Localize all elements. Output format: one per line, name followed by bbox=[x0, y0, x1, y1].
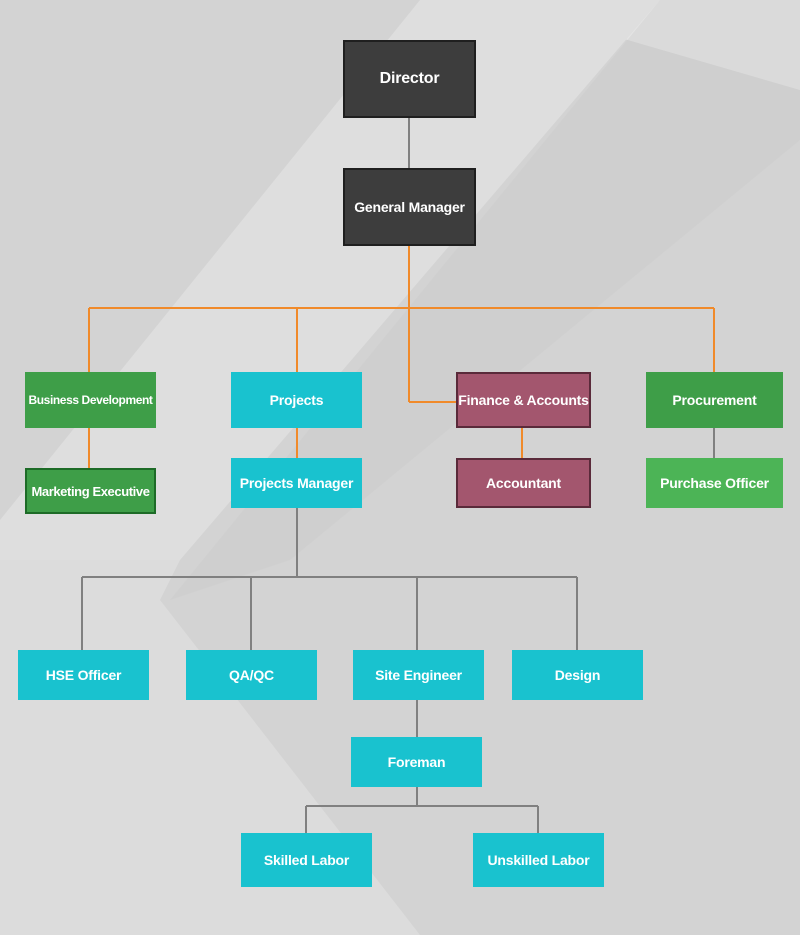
foreman-box: Foreman bbox=[351, 737, 482, 787]
design-box: Design bbox=[512, 650, 643, 700]
director-box: Director bbox=[343, 40, 476, 118]
purchase-officer-box: Purchase Officer bbox=[646, 458, 783, 508]
unskilled-labor-box: Unskilled Labor bbox=[473, 833, 604, 887]
finance-accounts-box: Finance & Accounts bbox=[456, 372, 591, 428]
qa-qc-box: QA/QC bbox=[186, 650, 317, 700]
business-development-box: Business Development bbox=[25, 372, 156, 428]
hse-officer-box: HSE Officer bbox=[18, 650, 149, 700]
site-engineer-box: Site Engineer bbox=[353, 650, 484, 700]
projects-manager-box: Projects Manager bbox=[231, 458, 362, 508]
general-manager-box: General Manager bbox=[343, 168, 476, 246]
procurement-box: Procurement bbox=[646, 372, 783, 428]
accountant-box: Accountant bbox=[456, 458, 591, 508]
marketing-executive-box: Marketing Executive bbox=[25, 468, 156, 514]
projects-box: Projects bbox=[231, 372, 362, 428]
skilled-labor-box: Skilled Labor bbox=[241, 833, 372, 887]
